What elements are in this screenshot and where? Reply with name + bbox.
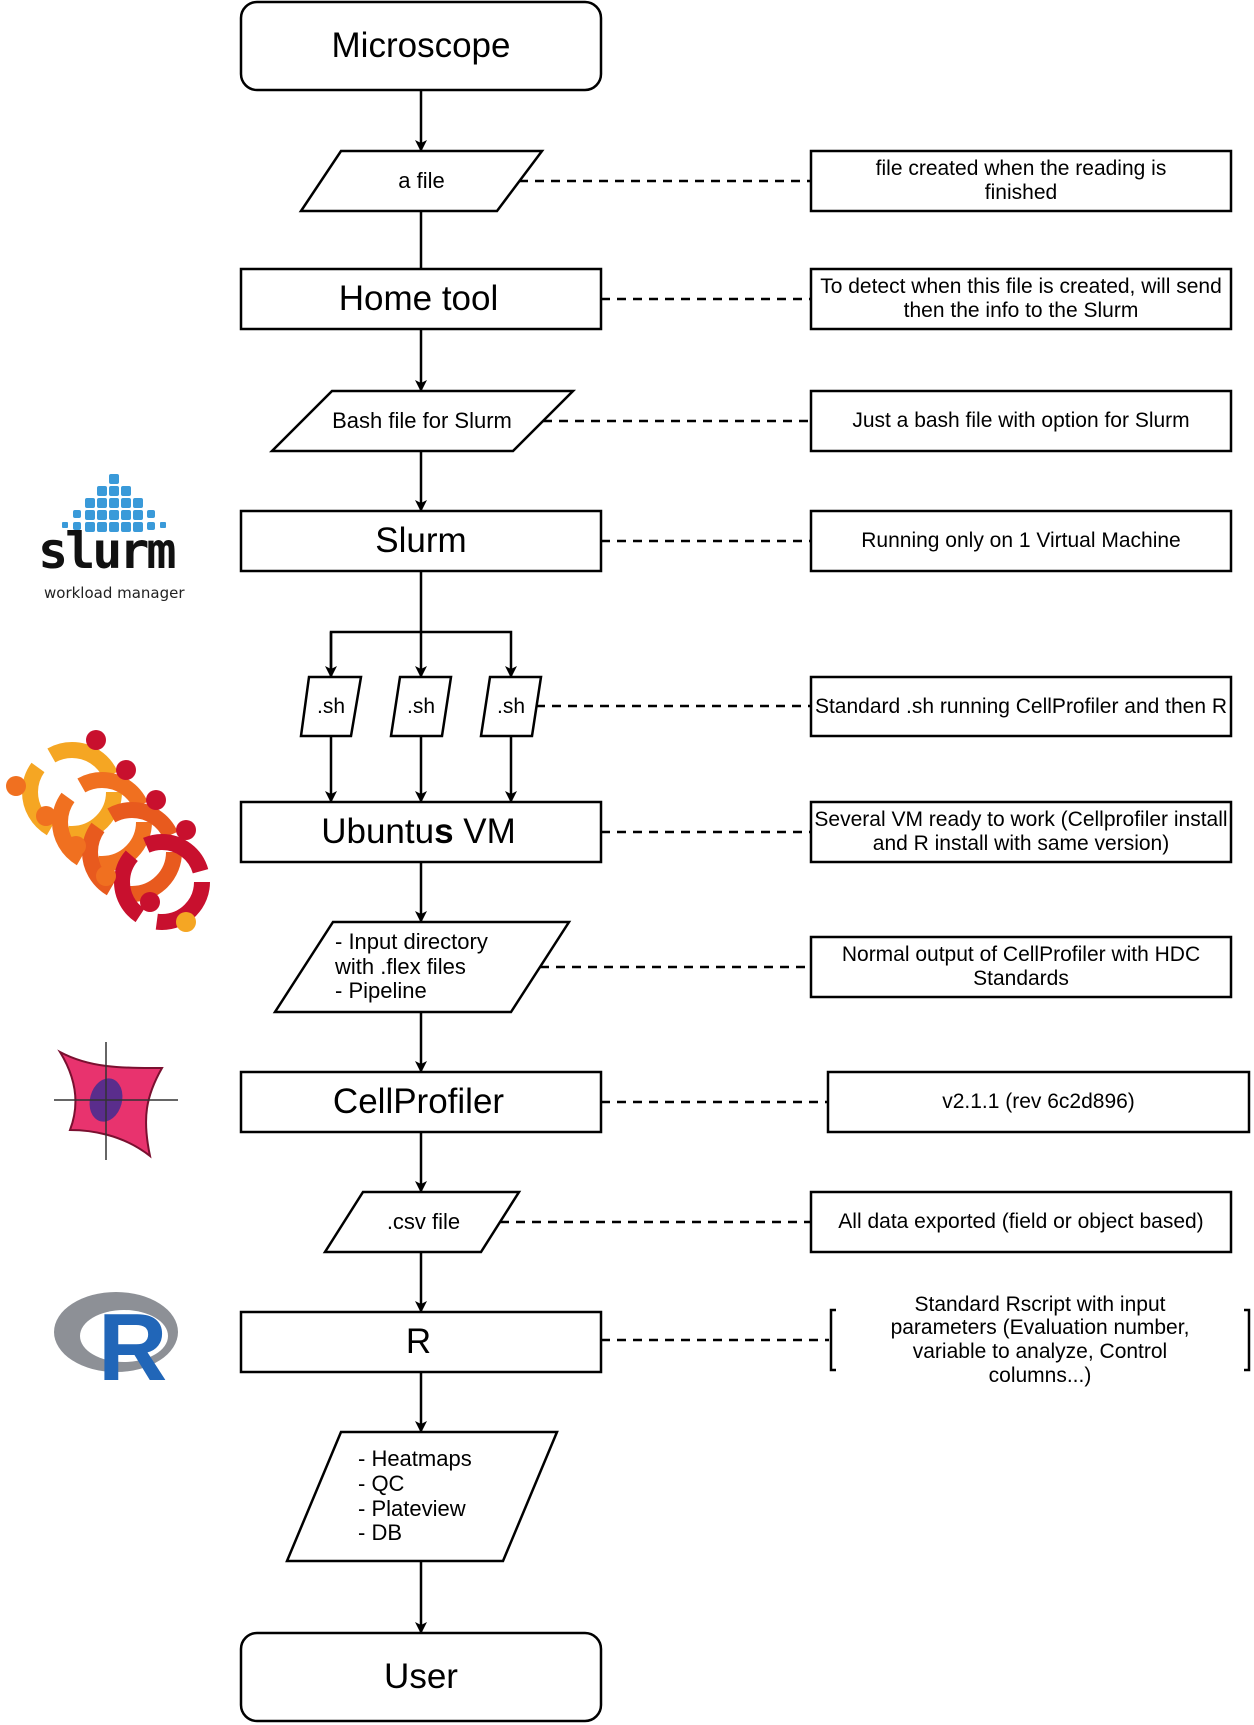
node-r-label: R (405, 1322, 432, 1362)
node-microscope-label: Microscope (331, 26, 511, 66)
slurm-wordmark: slurm (38, 522, 177, 580)
note-home-tool-text: To detect when this file is created, wil… (820, 275, 1222, 322)
node-user-label: User (384, 1657, 458, 1697)
note-slurm-text: Running only on 1 Virtual Machine (861, 529, 1181, 553)
note-cellprofiler-text: v2.1.1 (rev 6c2d896) (942, 1090, 1135, 1114)
node-csv-file-label: .csv file (386, 1208, 461, 1234)
r-ring-icon (54, 1292, 178, 1372)
note-a-file-text: file created when the reading is finishe… (875, 157, 1167, 204)
node-cellprofiler-label: CellProfiler (332, 1082, 505, 1122)
note-ubuntu-vm-text: Several VM ready to work (Cellprofiler i… (814, 808, 1228, 855)
node-csv-file-shape[interactable] (322, 1190, 522, 1254)
node-bash-file-label: Bash file for Slurm (332, 407, 512, 433)
flow-connectors (325, 90, 517, 1634)
r-letter: R (98, 1294, 168, 1401)
r-logo: R (48, 1286, 188, 1396)
note-input-dir-box (809, 935, 1233, 999)
note-bash-file-text: Just a bash file with option for Slurm (852, 409, 1190, 433)
node-sh-1-shape[interactable] (299, 675, 363, 738)
note-csv-file-text: All data exported (field or object based… (838, 1210, 1204, 1234)
slurm-dots-icon (62, 474, 166, 532)
cellprofiler-logo (50, 1038, 180, 1164)
node-outputs-label: - Heatmaps - QC - Plateview - DB (358, 1446, 472, 1546)
ubuntu-vm-label-part-1: Ubuntu (321, 812, 435, 852)
ubuntu-vm-label-part-2: VM (453, 812, 516, 852)
node-input-dir-label: - Input directory with .flex files - Pip… (335, 929, 488, 1004)
node-input-dir-shape[interactable] (272, 920, 572, 1014)
note-cellprofiler-box (826, 1070, 1251, 1134)
note-r-bracket-left (829, 1308, 836, 1372)
ubuntu-vm-label-bold: s (434, 812, 454, 852)
annotation-links (500, 179, 829, 1342)
slurm-logo: slurm workload manager (36, 470, 196, 610)
node-a-file-shape[interactable] (298, 149, 545, 213)
note-sh-box (809, 675, 1233, 738)
node-sh-1-label: .sh (316, 694, 345, 718)
node-r-shape[interactable] (239, 1310, 603, 1374)
node-home-tool-label: Home tool (338, 279, 499, 319)
node-sh-2-label: .sh (406, 694, 435, 718)
node-cellprofiler-shape[interactable] (239, 1070, 603, 1134)
note-bash-file-box (809, 389, 1233, 453)
cellprofiler-icon (54, 1042, 178, 1160)
node-bash-file-shape[interactable] (268, 389, 577, 453)
note-input-dir-text: Normal output of CellProfiler with HDC S… (841, 943, 1201, 990)
node-slurm-label: Slurm (375, 521, 467, 561)
node-sh-3-label: .sh (496, 694, 525, 718)
note-home-tool-box (809, 267, 1233, 331)
node-sh-3-shape[interactable] (479, 675, 543, 738)
node-outputs-shape[interactable] (285, 1430, 559, 1563)
note-r-bracket-right (1244, 1308, 1251, 1372)
note-sh-text: Standard .sh running CellProfiler and th… (814, 694, 1228, 718)
node-a-file-label: a file (398, 167, 445, 193)
note-ubuntu-vm-box (809, 800, 1233, 864)
note-r-text: Standard Rscript with input parameters (… (890, 1292, 1190, 1387)
node-sh-2-shape[interactable] (389, 675, 453, 738)
slurm-tagline: workload manager (44, 584, 185, 602)
note-csv-file-box (809, 1190, 1233, 1254)
ubuntu-logo (0, 726, 210, 936)
note-slurm-box (809, 509, 1233, 573)
ubuntu-circles-icon (6, 730, 210, 932)
